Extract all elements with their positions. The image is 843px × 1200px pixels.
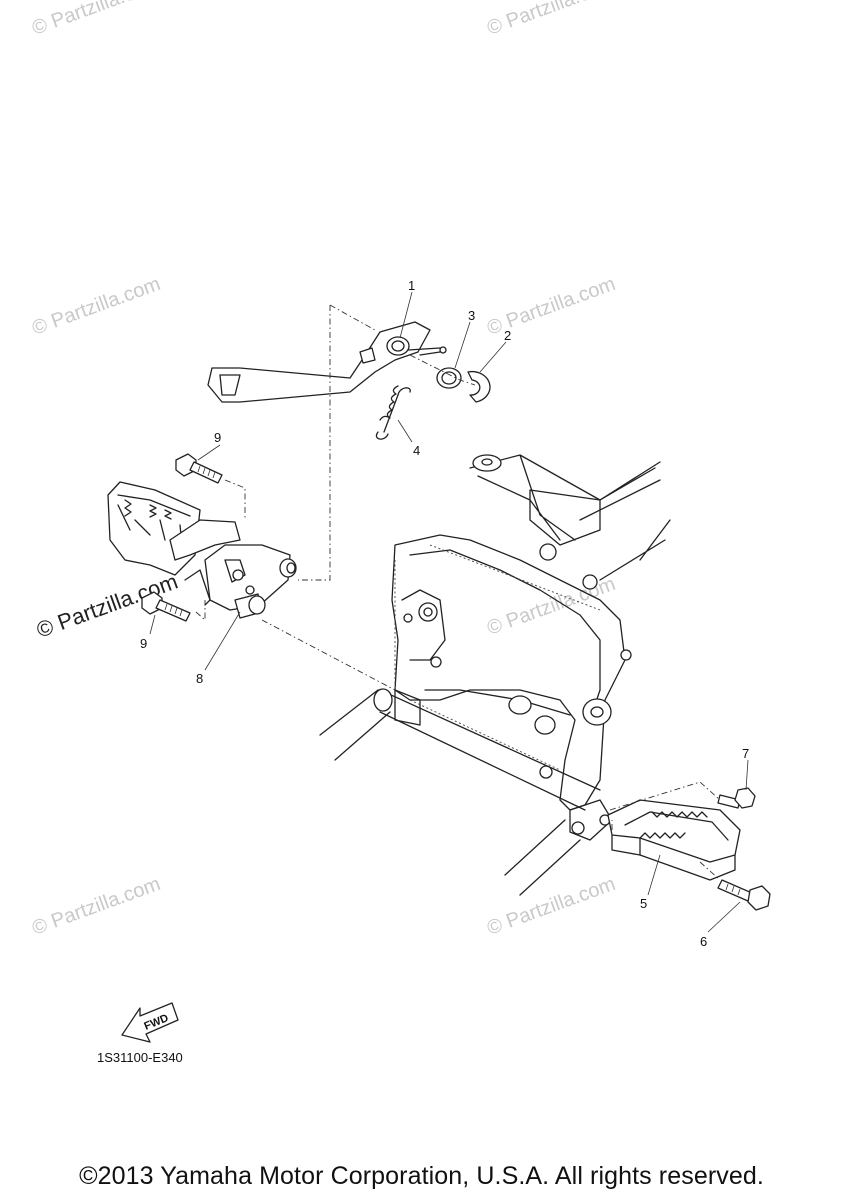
callout-4: 4 (413, 443, 420, 458)
fwd-arrow-icon: FWD (121, 1002, 179, 1043)
part-footrest-bracket (107, 481, 297, 619)
callouts: 1 2 3 4 5 6 7 8 9 9 (140, 278, 749, 949)
watermark: © Partzilla.com (29, 873, 163, 940)
assembly-lines (195, 304, 721, 881)
callout-7: 7 (742, 746, 749, 761)
callout-9-lower: 9 (140, 636, 147, 651)
watermark: © Partzilla.com (484, 873, 618, 940)
part-bolt-upper (175, 453, 223, 484)
callout-5: 5 (640, 896, 647, 911)
watermark: © Partzilla.com (29, 0, 163, 40)
part-bolt-6 (717, 879, 771, 911)
part-bolt-7 (717, 787, 756, 809)
callout-3: 3 (468, 308, 475, 323)
diagram-code: 1S31100-E340 (97, 1050, 183, 1065)
watermark: © Partzilla.com (484, 573, 618, 640)
watermark: © Partzilla.com (484, 0, 618, 40)
callout-6: 6 (700, 934, 707, 949)
part-footrest (607, 799, 741, 881)
copyright-footer: ©2013 Yamaha Motor Corporation, U.S.A. A… (79, 1162, 764, 1190)
frame-assembly (319, 454, 671, 896)
callout-2: 2 (504, 328, 511, 343)
leader-lines (149, 291, 749, 933)
callout-8: 8 (196, 671, 203, 686)
callout-1: 1 (408, 278, 415, 293)
watermarks: © Partzilla.com © Partzilla.com © Partzi… (29, 0, 618, 940)
callout-9-upper: 9 (214, 430, 221, 445)
part-brake-pedal (207, 321, 447, 403)
part-bolt-lower (141, 591, 191, 622)
part-e-clip (467, 370, 491, 403)
part-return-spring (375, 385, 411, 440)
watermark: © Partzilla.com (29, 273, 163, 340)
